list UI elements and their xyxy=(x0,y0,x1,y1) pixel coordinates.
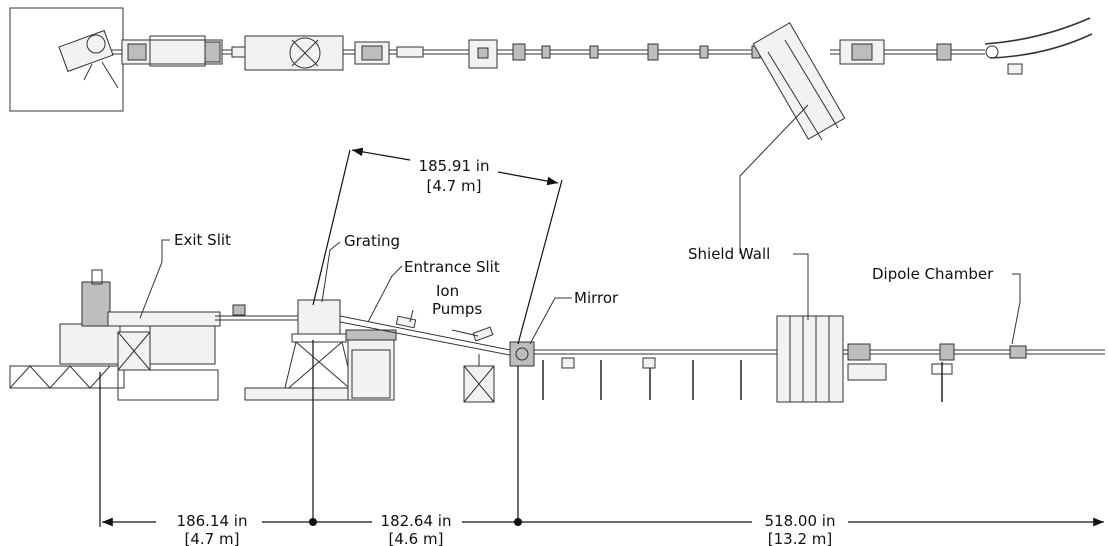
side-mirror-chamber xyxy=(509,341,535,367)
dim-3-imperial: 518.00 in xyxy=(765,512,836,530)
side-endstation xyxy=(59,269,151,371)
label-mirror: Mirror xyxy=(574,289,619,307)
label-ion-pumps-2: Pumps xyxy=(432,300,482,318)
plan-mirror-chamber xyxy=(468,39,498,69)
side-entrance-slit-stand xyxy=(345,329,397,401)
dim-1-imperial: 186.14 in xyxy=(177,512,248,530)
dim-3-metric: [13.2 m] xyxy=(768,530,832,546)
side-shield-wall xyxy=(776,315,844,403)
side-exit-slit-table xyxy=(107,311,221,401)
plan-view xyxy=(9,7,1093,141)
dim-2-metric: [4.6 m] xyxy=(389,530,444,546)
label-ion-pumps-1: Ion xyxy=(436,282,459,300)
top-dim-imperial: 185.91 in xyxy=(419,157,490,175)
side-support-posts xyxy=(542,357,742,400)
plan-shield-wall xyxy=(752,22,846,141)
dim-1-metric: [4.7 m] xyxy=(185,530,240,546)
label-entrance-slit: Entrance Slit xyxy=(404,258,500,276)
dim-node-grating xyxy=(309,518,317,526)
top-dim-arrow-left xyxy=(351,147,411,161)
component-labels: Exit Slit Grating Entrance Slit Ion Pump… xyxy=(174,231,994,318)
bottom-dimensions: 186.14 in [4.7 m] 182.64 in [4.6 m] 518.… xyxy=(99,340,1104,546)
top-dim-metric: [4.7 m] xyxy=(427,177,482,195)
top-dim-arrow-right xyxy=(497,171,559,186)
side-dipole-components xyxy=(847,343,1027,402)
label-grating: Grating xyxy=(344,232,400,250)
top-dim-ext-left xyxy=(312,149,351,306)
dim-2-imperial: 182.64 in xyxy=(381,512,452,530)
side-view xyxy=(9,269,1105,403)
side-inclined-pipe xyxy=(339,315,521,358)
label-shield-wall: Shield Wall xyxy=(688,245,770,263)
plan-endstation xyxy=(58,29,119,89)
plan-entrance-slit xyxy=(354,41,424,65)
side-truss-support xyxy=(9,365,125,389)
leader-lines xyxy=(139,104,1021,345)
plan-exit-slit-assembly xyxy=(121,35,247,67)
plan-valves xyxy=(512,43,761,61)
label-exit-slit: Exit Slit xyxy=(174,231,231,249)
plan-dipole-assembly xyxy=(830,17,1093,75)
label-dipole-chamber: Dipole Chamber xyxy=(872,265,994,283)
side-ion-pump-stand xyxy=(463,354,495,403)
top-dim-ext-right xyxy=(517,179,563,345)
plan-grating-chamber xyxy=(244,35,344,71)
side-grating-chamber xyxy=(244,299,394,401)
top-dimension: 185.91 in [4.7 m] xyxy=(312,147,563,345)
dim-node-mirror xyxy=(514,518,522,526)
